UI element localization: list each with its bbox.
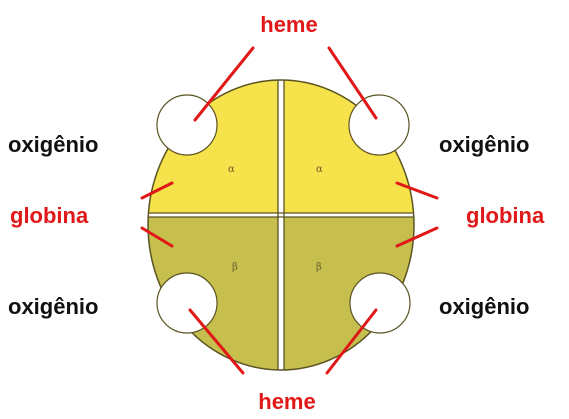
label-globin-left: globina: [10, 203, 89, 228]
heme-circle-bottom-left: [157, 273, 217, 333]
label-heme-bottom: heme: [258, 389, 315, 414]
label-globin-right: globina: [466, 203, 545, 228]
heme-circle-top-right: [349, 95, 409, 155]
label-oxygen-bottom-left: oxigênio: [8, 294, 98, 319]
subunit-mark-top-right: α: [316, 164, 323, 175]
label-oxygen-bottom-right: oxigênio: [439, 294, 529, 319]
label-oxygen-top-right: oxigênio: [439, 132, 529, 157]
subunit-mark-bottom-right: β: [316, 262, 322, 273]
subunit-mark-bottom-left: β: [232, 262, 238, 273]
heme-circle-bottom-right: [350, 273, 410, 333]
label-heme-top: heme: [260, 12, 317, 37]
subunit-mark-top-left: α: [228, 164, 235, 175]
label-oxygen-top-left: oxigênio: [8, 132, 98, 157]
